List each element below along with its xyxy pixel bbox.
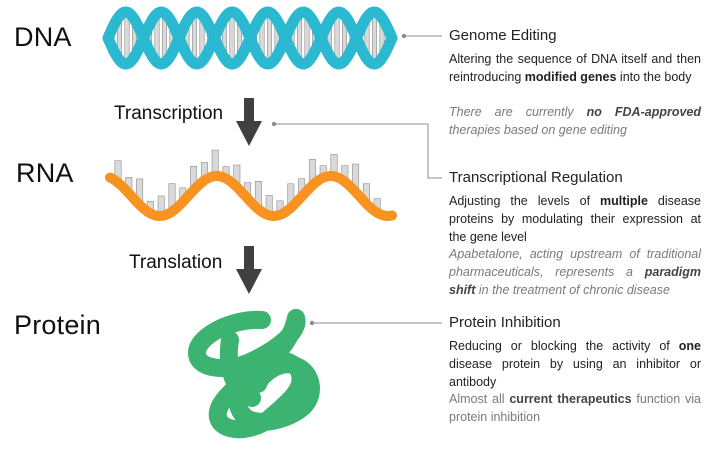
- folded-protein-icon: [188, 309, 320, 439]
- base-pair: [372, 11, 377, 65]
- transcriptional-regulation-description: Adjusting the levels of multiple disease…: [449, 194, 701, 244]
- base-pair: [229, 11, 235, 65]
- dna-double-helix-icon: [102, 6, 398, 70]
- transcriptional-regulation-leader-line: [276, 123, 442, 179]
- down-arrow-icon: [236, 98, 262, 146]
- genome-editing-title: Genome Editing: [449, 27, 557, 44]
- transcriptional-regulation-title: Transcriptional Regulation: [449, 169, 623, 186]
- genome-editing-note: There are currently no FDA-approved ther…: [449, 105, 701, 137]
- rna-single-strand-icon: [105, 149, 397, 222]
- protein-label: Protein: [14, 310, 101, 340]
- genome-editing-description: Altering the sequence of DNA itself and …: [449, 52, 701, 84]
- rna-strand: [105, 171, 397, 222]
- transcriptional-regulation-note: Apabetalone, acting upstream of traditio…: [449, 247, 701, 297]
- protein-inhibition-description: Reducing or blocking the activity of one…: [449, 339, 701, 389]
- down-arrow-icon: [236, 246, 262, 294]
- transcription-label: Transcription: [114, 103, 224, 124]
- rna-label: RNA: [16, 158, 74, 188]
- dna-strand: [102, 6, 398, 70]
- translation-label: Translation: [129, 252, 223, 273]
- dna-label: DNA: [14, 22, 72, 52]
- protein-inhibition-note: Almost all current therapeutics function…: [449, 392, 701, 424]
- protein-inhibition-title: Protein Inhibition: [449, 314, 561, 331]
